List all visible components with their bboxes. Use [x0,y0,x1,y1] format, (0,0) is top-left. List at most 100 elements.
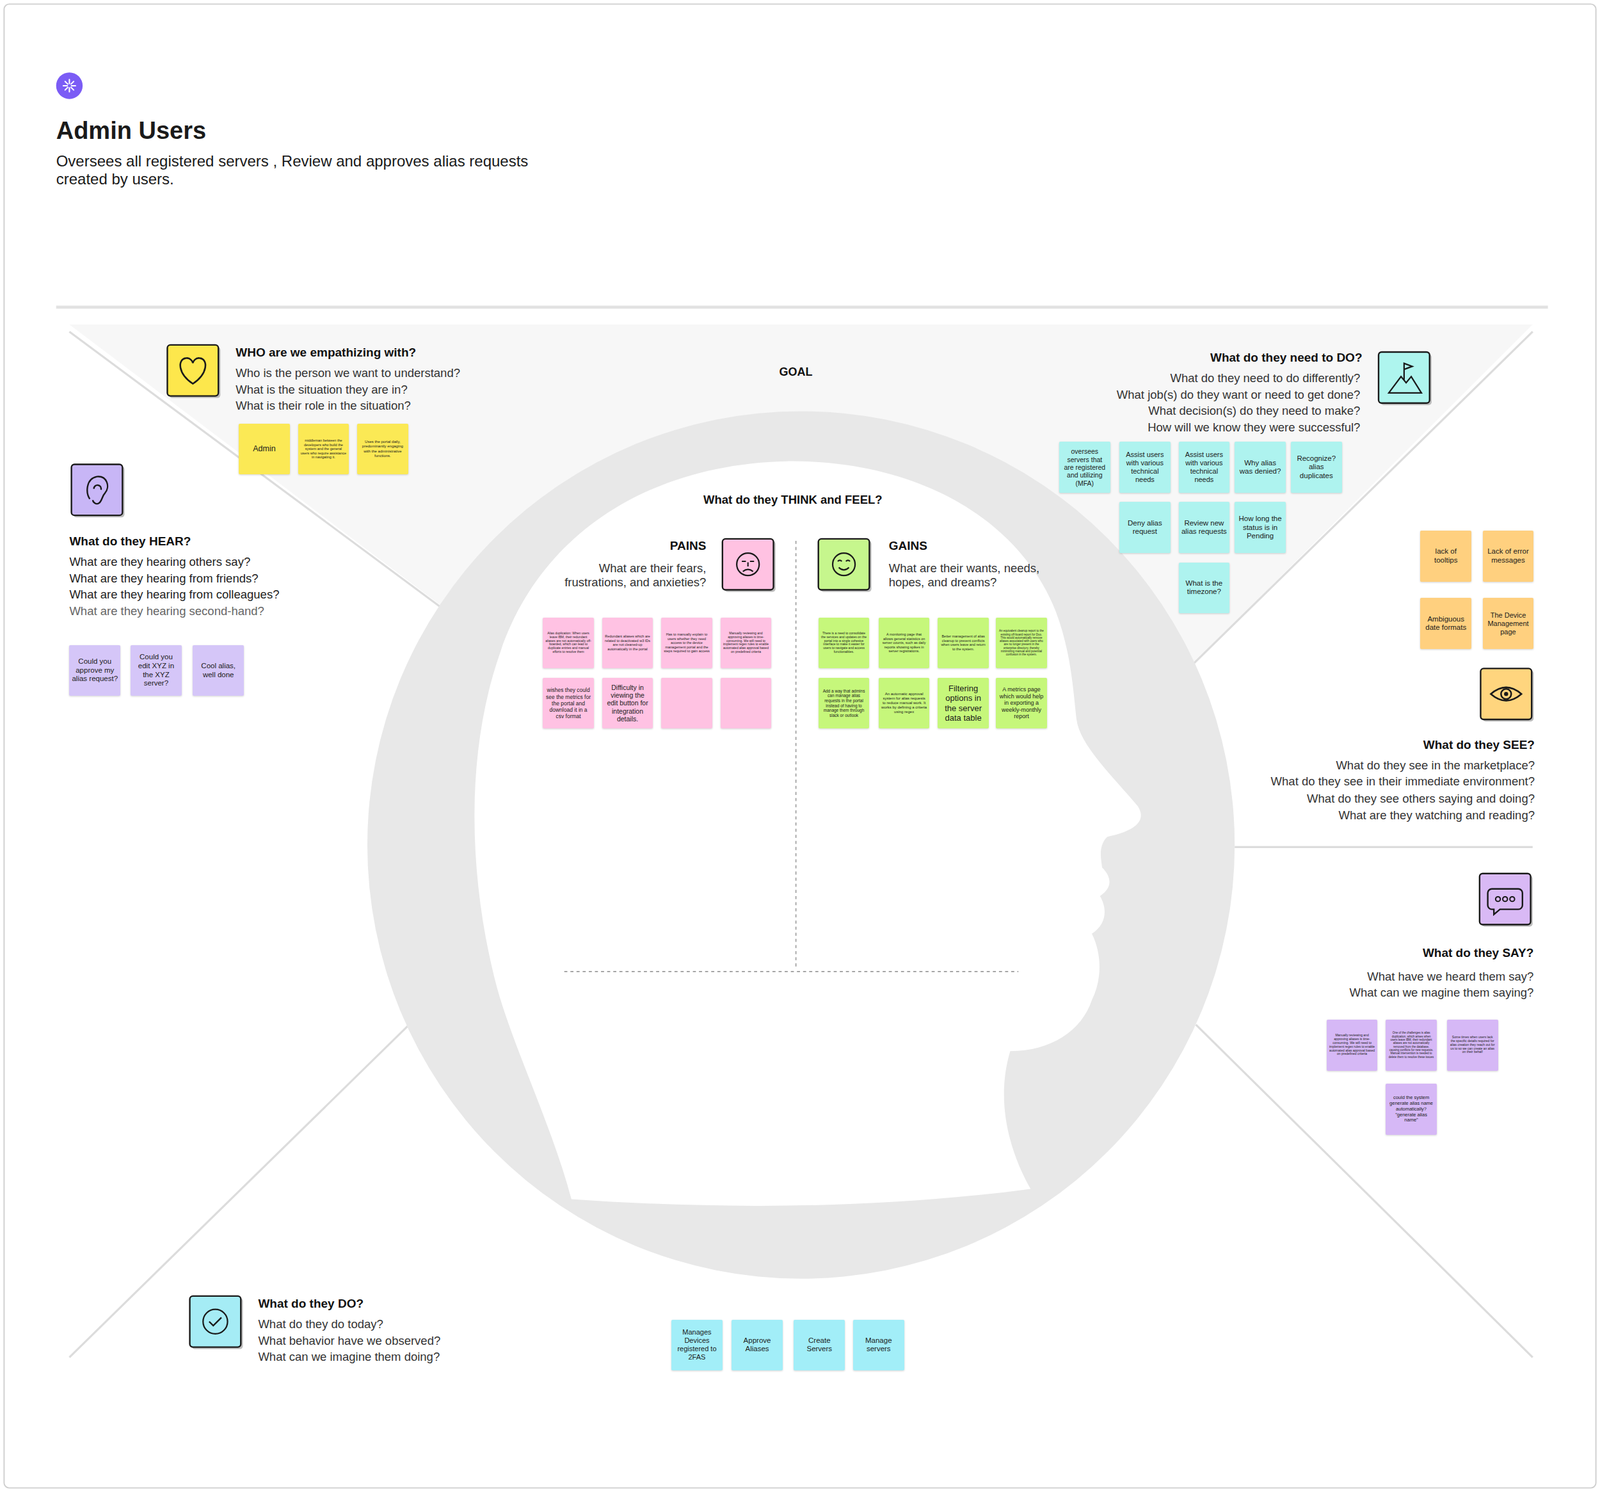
gain-face-icon [818,538,872,592]
gain-face-icon-part [837,560,850,570]
note-text: Redundant aliases which are related to d… [604,634,651,651]
sticky-note: What is the timezone? [1178,562,1231,614]
sticky-note: A monitoring page that allows general st… [878,617,930,669]
section-heading: What do they DO? [257,1296,364,1312]
note-text: Add a way that admins can manage alias r… [821,688,868,719]
eye-icon-part [1504,691,1508,696]
note-text: Could you edit XYZ in the XYZ server? [133,652,180,688]
note-text: A metrics page which would help in expor… [998,686,1045,720]
empty-sticky-note [661,677,713,729]
section-question: What are they hearing others say? [69,554,251,569]
sticky-note: Review new alias requests [1178,501,1231,553]
eye-icon-part [1490,687,1522,701]
speech-icon-part [1502,896,1508,902]
section-question: What are they hearing second-hand? [69,604,264,619]
section-question: What are their wants, needs, hopes, and … [888,561,1053,590]
section-question: What do they see in the marketplace? [1335,758,1535,773]
heart-icon-part [167,344,219,397]
check-icon-part [209,1317,222,1326]
section-question: What can we imagine them doing? [257,1349,440,1364]
note-text: Could you approve my alias request? [71,657,118,684]
sticky-note: Deny alias request [1119,501,1171,553]
sticky-note: The Device Management page [1482,597,1535,649]
sticky-note: Manages Devices registered to 2FAS [671,1319,723,1371]
section-question: What are they watching and reading? [1338,808,1535,823]
sticky-note: lack of tooltips [1420,530,1472,582]
section-question: What is their role in the situation? [235,398,411,413]
eye-icon-part [1500,688,1512,699]
note-text: An automatic approval system for alias r… [881,691,928,715]
check-icon-part [202,1309,228,1334]
section-heading: GOAL [779,365,813,380]
note-text: How long the status is in Pending [1237,514,1284,541]
sticky-note: There is a need to consolidate the servi… [818,617,870,669]
note-text: What is the timezone? [1181,579,1228,597]
quadrant-lines-part [1234,846,1533,848]
note-text: Why alias was denied? [1237,458,1284,477]
section-question: What are their fears, frustrations, and … [536,561,707,590]
sticky-note: Admin [238,423,290,475]
note-text: Review new alias requests [1181,519,1228,537]
sticky-note: Add a way that admins can manage alias r… [818,677,870,729]
head-illustration [367,411,1235,1279]
sticky-note: Could you approve my alias request? [69,645,121,697]
note-text: Assist users with various technical need… [1121,450,1168,484]
section-question: What have we heard them say? [1367,969,1534,984]
sticky-note: Manually reviewing and approving aliases… [1326,1019,1378,1071]
note-text: Filtering options in the server data tab… [940,683,987,723]
note-text: Recognize? alias duplicates [1293,454,1340,481]
sticky-note: Difficulty in viewing the edit button fo… [602,677,654,729]
section-heading: What do they THINK and FEEL? [703,492,883,507]
note-text: One of the challenges is alias duplicati… [1388,1031,1435,1058]
section-question: What do they see in their immediate envi… [1271,774,1535,789]
section-heading: GAINS [888,538,928,554]
logo-mark-part [63,79,76,92]
section-question: What are they hearing from friends? [69,571,258,586]
quadrant-lines-part [69,1025,408,1357]
note-text: Manage servers [855,1336,902,1354]
section-question: What do they see others saying and doing… [1306,791,1535,806]
note-text: Lack of error messages [1485,547,1532,565]
section-question: What can we magine them saying? [1349,985,1534,1000]
gain-face-icon-part [832,552,856,576]
sticky-note: wishes they could see the metrics for th… [542,677,594,729]
note-text: Manually reviewing and approving aliases… [723,631,770,655]
sticky-note: Better management of alias cleanup to pr… [937,617,989,669]
speech-icon-part [1509,896,1515,902]
sticky-note: Create Servers [793,1319,845,1371]
note-text: middleman between the developers who bui… [300,438,347,459]
sticky-note: Has to manually explain to users whether… [661,617,713,669]
section-question: How will we know they were successful? [1147,420,1360,435]
note-text: Cool alias, well done [195,661,242,680]
speech-icon [1479,873,1533,927]
sticky-note: Redundant aliases which are related to d… [602,617,654,669]
head-illustration-part [795,540,797,970]
note-text: There is a need to consolidate the servi… [821,631,868,655]
section-question: Who is the person we want to understand? [235,366,461,381]
note-text: An equivalent cleanup report to the exis… [998,629,1045,656]
sticky-note: One of the challenges is alias duplicati… [1385,1019,1437,1071]
note-text: The Device Management page [1485,611,1532,637]
note-text: wishes they could see the metrics for th… [545,686,592,719]
map-caption: Oversees all registered servers , Review… [56,152,562,190]
logo-mark-part [56,72,83,99]
sticky-note: Filtering options in the server data tab… [937,677,989,729]
section-question: What do they need to do differently? [1169,371,1360,386]
sticky-note: Ambiguous date formats [1420,597,1472,649]
note-text: Uses the portal daily, predominantly eng… [359,439,406,458]
section-question: What is the situation they are in? [235,382,408,397]
sticky-note: Assist users with various technical need… [1119,441,1171,493]
sticky-note: Some times when users lack the specific … [1447,1019,1499,1071]
sticky-note: Lack of error messages [1482,530,1535,582]
check-icon [190,1296,244,1350]
note-text: A monitoring page that allows general st… [881,632,928,653]
note-text: Better management of alias cleanup to pr… [940,634,987,651]
eye-icon [1480,668,1534,722]
sticky-note: Alias duplication: When users leave IBM,… [542,617,594,669]
section-question: What job(s) do they want or need to get … [1116,387,1361,402]
section-question: What behavior have we observed? [257,1333,441,1348]
head-illustration-part [474,461,1141,1206]
speech-icon-part [1479,873,1531,925]
